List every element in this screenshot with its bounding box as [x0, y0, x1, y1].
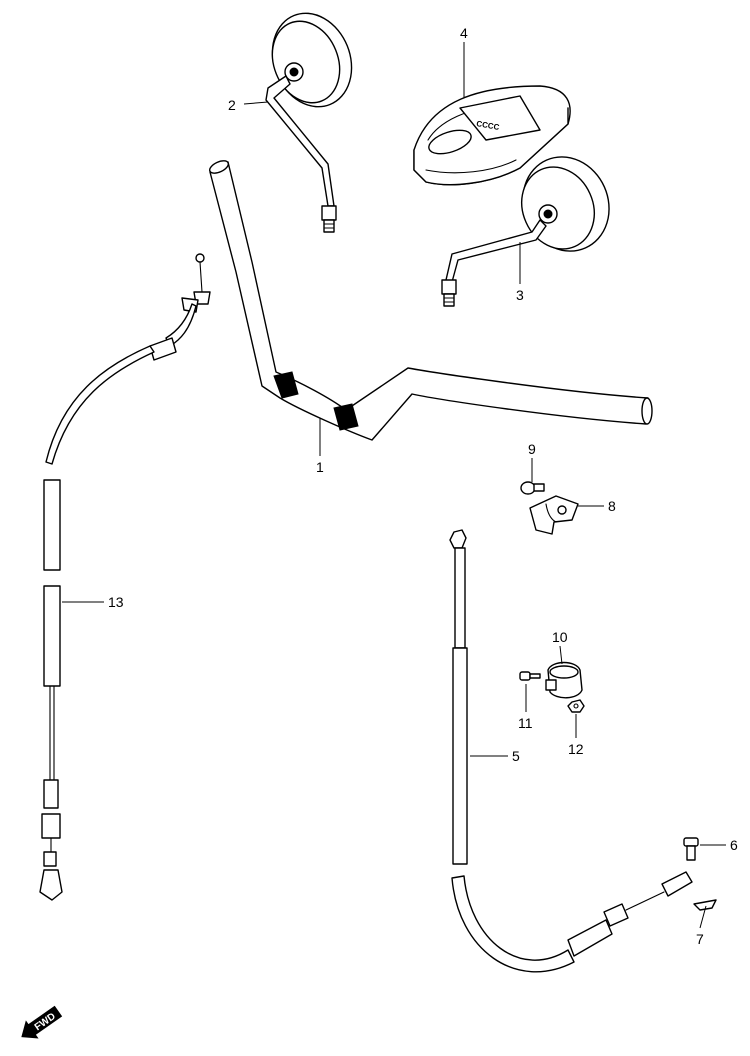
callout-10: 10	[552, 629, 568, 645]
cable-clamp-10	[545, 661, 583, 699]
left-mirror	[265, 12, 353, 233]
right-mirror	[441, 156, 610, 307]
callout-13: 13	[108, 594, 124, 610]
callout-1: 1	[316, 459, 324, 475]
svg-text:CCCC: CCCC	[476, 119, 501, 132]
callout-9: 9	[528, 441, 536, 457]
clutch-cable	[39, 253, 211, 901]
screw-11	[519, 671, 541, 681]
callout-8: 8	[608, 498, 616, 514]
fwd-arrow-icon: FWD	[21, 1005, 63, 1039]
callout-6: 6	[730, 837, 738, 853]
callout-7: 7	[696, 931, 704, 947]
callout-2: 2	[228, 97, 236, 113]
nut-12	[567, 699, 585, 713]
callout-5: 5	[512, 748, 520, 764]
handlebar	[208, 160, 653, 441]
clip-7	[693, 899, 717, 911]
bolt-9	[520, 481, 545, 495]
handlebar-cover: CCCC	[413, 85, 571, 186]
callout-4: 4	[460, 25, 468, 41]
clamp-8	[529, 495, 579, 535]
screw-6	[683, 837, 699, 861]
callout-11: 11	[518, 715, 533, 731]
leader-lines	[62, 42, 726, 929]
callouts: 1 2 3 4 5 6 7 8 9 10 11 12 13	[108, 25, 738, 947]
callout-12: 12	[568, 741, 584, 757]
throttle-cable	[449, 529, 693, 973]
callout-3: 3	[516, 287, 524, 303]
